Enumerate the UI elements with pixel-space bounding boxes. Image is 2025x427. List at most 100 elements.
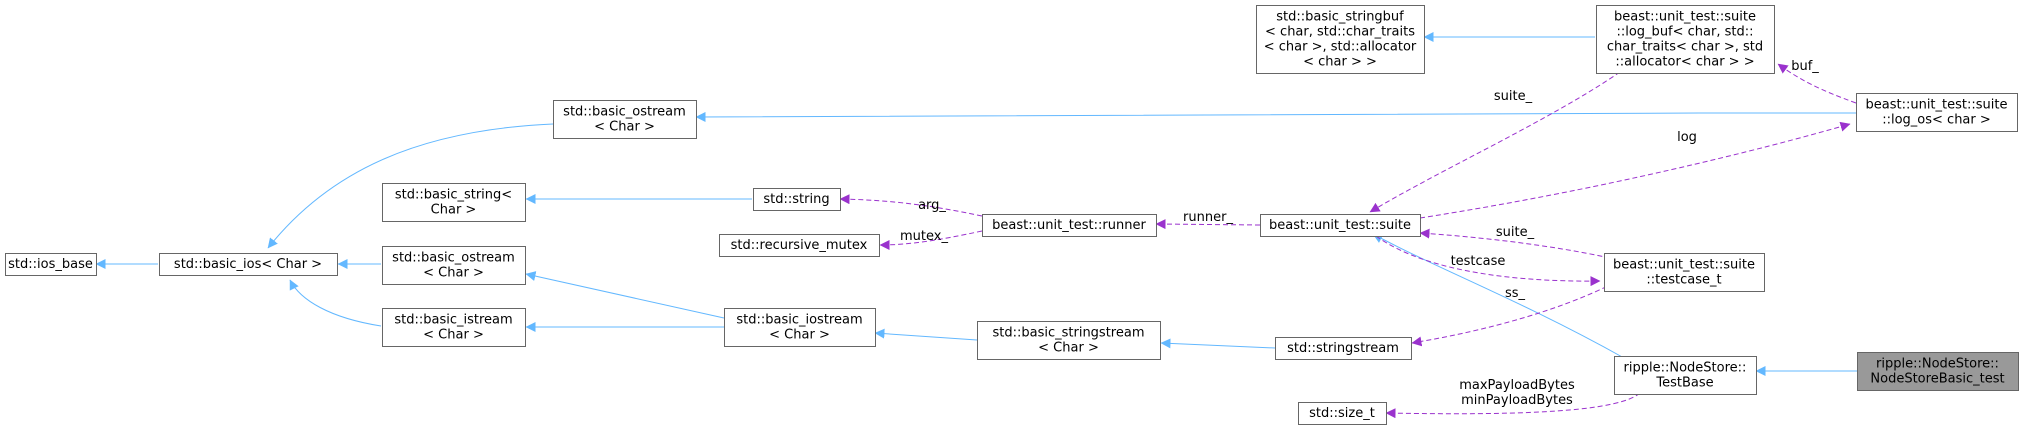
node-label: std::basic_string< — [395, 188, 512, 203]
edge-label-log: log — [1677, 130, 1697, 145]
node-label: < Char > — [1038, 341, 1099, 356]
edge-log-buf-suite-to-suite — [1369, 71, 1621, 213]
node-ios-base[interactable]: std::ios_base — [5, 253, 97, 276]
node-label: ::allocator< char > > — [1615, 55, 1754, 70]
node-label: < Char > — [769, 328, 830, 343]
edge-iostream-to-ostream-mid — [525, 271, 725, 319]
node-stringstream[interactable]: std::stringstream — [1275, 337, 1412, 360]
node-nodestore-basic-test[interactable]: ripple::NodeStore::NodeStoreBasic_test — [1857, 352, 2019, 391]
node-suite-testcase-t[interactable]: beast::unit_test::suite::testcase_t — [1604, 253, 1765, 292]
edge-testbase-to-suite — [1372, 233, 1625, 359]
edge-testbase-payload-to-size-t — [1385, 392, 1641, 419]
node-std-string[interactable]: std::string — [753, 188, 841, 211]
node-label: < Char > — [594, 120, 655, 135]
node-box — [382, 308, 526, 347]
node-box — [382, 246, 526, 285]
edge-label-mutex: mutex_ — [900, 229, 948, 244]
node-unit-test-suite[interactable]: beast::unit_test::suite — [1260, 214, 1421, 237]
node-label: std::recursive_mutex — [731, 238, 868, 253]
node-box — [1857, 352, 2019, 391]
node-label: ripple::NodeStore:: — [1624, 361, 1747, 376]
edge-istream-to-basic-ios — [289, 279, 382, 327]
edge-stringstream-to-stringstream-t — [1160, 338, 1276, 349]
edge-label-text: maxPayloadBytes — [1459, 378, 1575, 393]
edge-ostream-top-to-basic-ios — [267, 123, 554, 249]
node-box — [982, 214, 1157, 237]
edge-label-testcase: testcase — [1451, 254, 1506, 269]
node-label: beast::unit_test::suite — [1269, 218, 1411, 233]
edge-label-text: arg_ — [918, 198, 946, 213]
node-label: < Char > — [423, 266, 484, 281]
edge-label-arg: arg_ — [918, 198, 946, 213]
edge-runner-arg-to-string — [839, 194, 983, 217]
node-box — [724, 308, 876, 347]
node-suite-log-buf[interactable]: beast::unit_test::suite::log_buf< char, … — [1596, 5, 1775, 74]
node-box — [1298, 402, 1387, 425]
edge-log-os-to-ostream-top — [695, 111, 1856, 122]
node-basic-string[interactable]: std::basic_string<Char > — [382, 183, 526, 222]
node-label: < char, std::char_traits — [1265, 25, 1415, 40]
node-label: NodeStoreBasic_test — [1870, 372, 2004, 387]
node-basic-ios[interactable]: std::basic_ios< Char > — [159, 253, 338, 276]
node-label: ripple::NodeStore:: — [1876, 357, 1999, 372]
node-label: < Char > — [423, 328, 484, 343]
node-unit-test-runner[interactable]: beast::unit_test::runner — [982, 214, 1157, 237]
node-basic-istream[interactable]: std::basic_istream< Char > — [382, 308, 526, 347]
node-basic-ostream-top[interactable]: std::basic_ostream< Char > — [553, 100, 697, 139]
edge-label-text: suite_ — [1496, 225, 1535, 240]
node-label: std::basic_iostream — [736, 313, 862, 328]
edge-stringstream-t-to-iostream — [874, 328, 978, 341]
node-box — [719, 234, 880, 257]
node-label: Char > — [431, 203, 477, 218]
edge-log-os-buf-to-log-buf — [1777, 63, 1857, 104]
edge-label-text: testcase — [1451, 254, 1506, 269]
node-label: ::testcase_t — [1646, 273, 1721, 288]
edge-suite-runner-to-runner — [1155, 219, 1261, 230]
node-box — [382, 183, 526, 222]
node-label: std::stringstream — [1287, 341, 1399, 356]
node-size-t[interactable]: std::size_t — [1298, 402, 1387, 425]
node-label: std::basic_ostream — [563, 105, 686, 120]
node-label: char_traits< char >, std — [1607, 40, 1763, 55]
node-nodestore-testbase[interactable]: ripple::NodeStore::TestBase — [1614, 356, 1757, 395]
node-box — [1260, 214, 1421, 237]
node-suite-log-os[interactable]: beast::unit_test::suite::log_os< char > — [1856, 93, 2018, 132]
node-label: beast::unit_test::suite — [1614, 10, 1756, 25]
node-box — [1596, 5, 1775, 74]
edge-label-text: log — [1677, 130, 1697, 145]
node-label: std::basic_stringstream — [992, 326, 1144, 341]
edge-label-text: suite_ — [1494, 89, 1533, 104]
node-label: std::ios_base — [8, 257, 93, 272]
node-box — [159, 253, 338, 276]
node-box — [553, 100, 697, 139]
node-box — [1604, 253, 1765, 292]
node-box — [5, 253, 97, 276]
node-label: < char > > — [1303, 55, 1377, 70]
node-box — [1856, 93, 2018, 132]
edge-label-suite-mid: suite_ — [1496, 225, 1535, 240]
edge-runner-mutex-to-recursive-mutex — [879, 230, 983, 250]
node-basic-ostream-mid[interactable]: std::basic_ostream< Char > — [382, 246, 526, 285]
node-basic-iostream[interactable]: std::basic_iostream< Char > — [724, 308, 876, 347]
node-label: std::basic_istream — [394, 313, 512, 328]
edge-suite-testcase-to-testcase — [1375, 235, 1601, 287]
edge-suite-log-to-log-os — [1419, 121, 1851, 219]
node-basic-stringbuf[interactable]: std::basic_stringbuf< char, std::char_tr… — [1256, 5, 1425, 74]
node-label: ::log_os< char > — [1882, 113, 1991, 128]
node-label: std::basic_stringbuf — [1276, 10, 1404, 25]
node-label: std::basic_ios< Char > — [174, 257, 322, 272]
edge-label-text: ss_ — [1505, 286, 1526, 301]
edge-label-suite-top: suite_ — [1494, 89, 1533, 104]
node-box — [1275, 337, 1412, 360]
edge-label-text: buf_ — [1791, 59, 1819, 74]
node-recursive-mutex[interactable]: std::recursive_mutex — [719, 234, 880, 257]
edge-label-text: runner_ — [1183, 210, 1233, 225]
node-label: TestBase — [1655, 376, 1713, 391]
node-label: std::basic_ostream — [392, 251, 515, 266]
node-basic-stringstream-template[interactable]: std::basic_stringstream< Char > — [977, 321, 1161, 360]
node-box — [753, 188, 841, 211]
node-label: std::string — [763, 192, 829, 207]
edge-label-text: minPayloadBytes — [1461, 393, 1573, 408]
